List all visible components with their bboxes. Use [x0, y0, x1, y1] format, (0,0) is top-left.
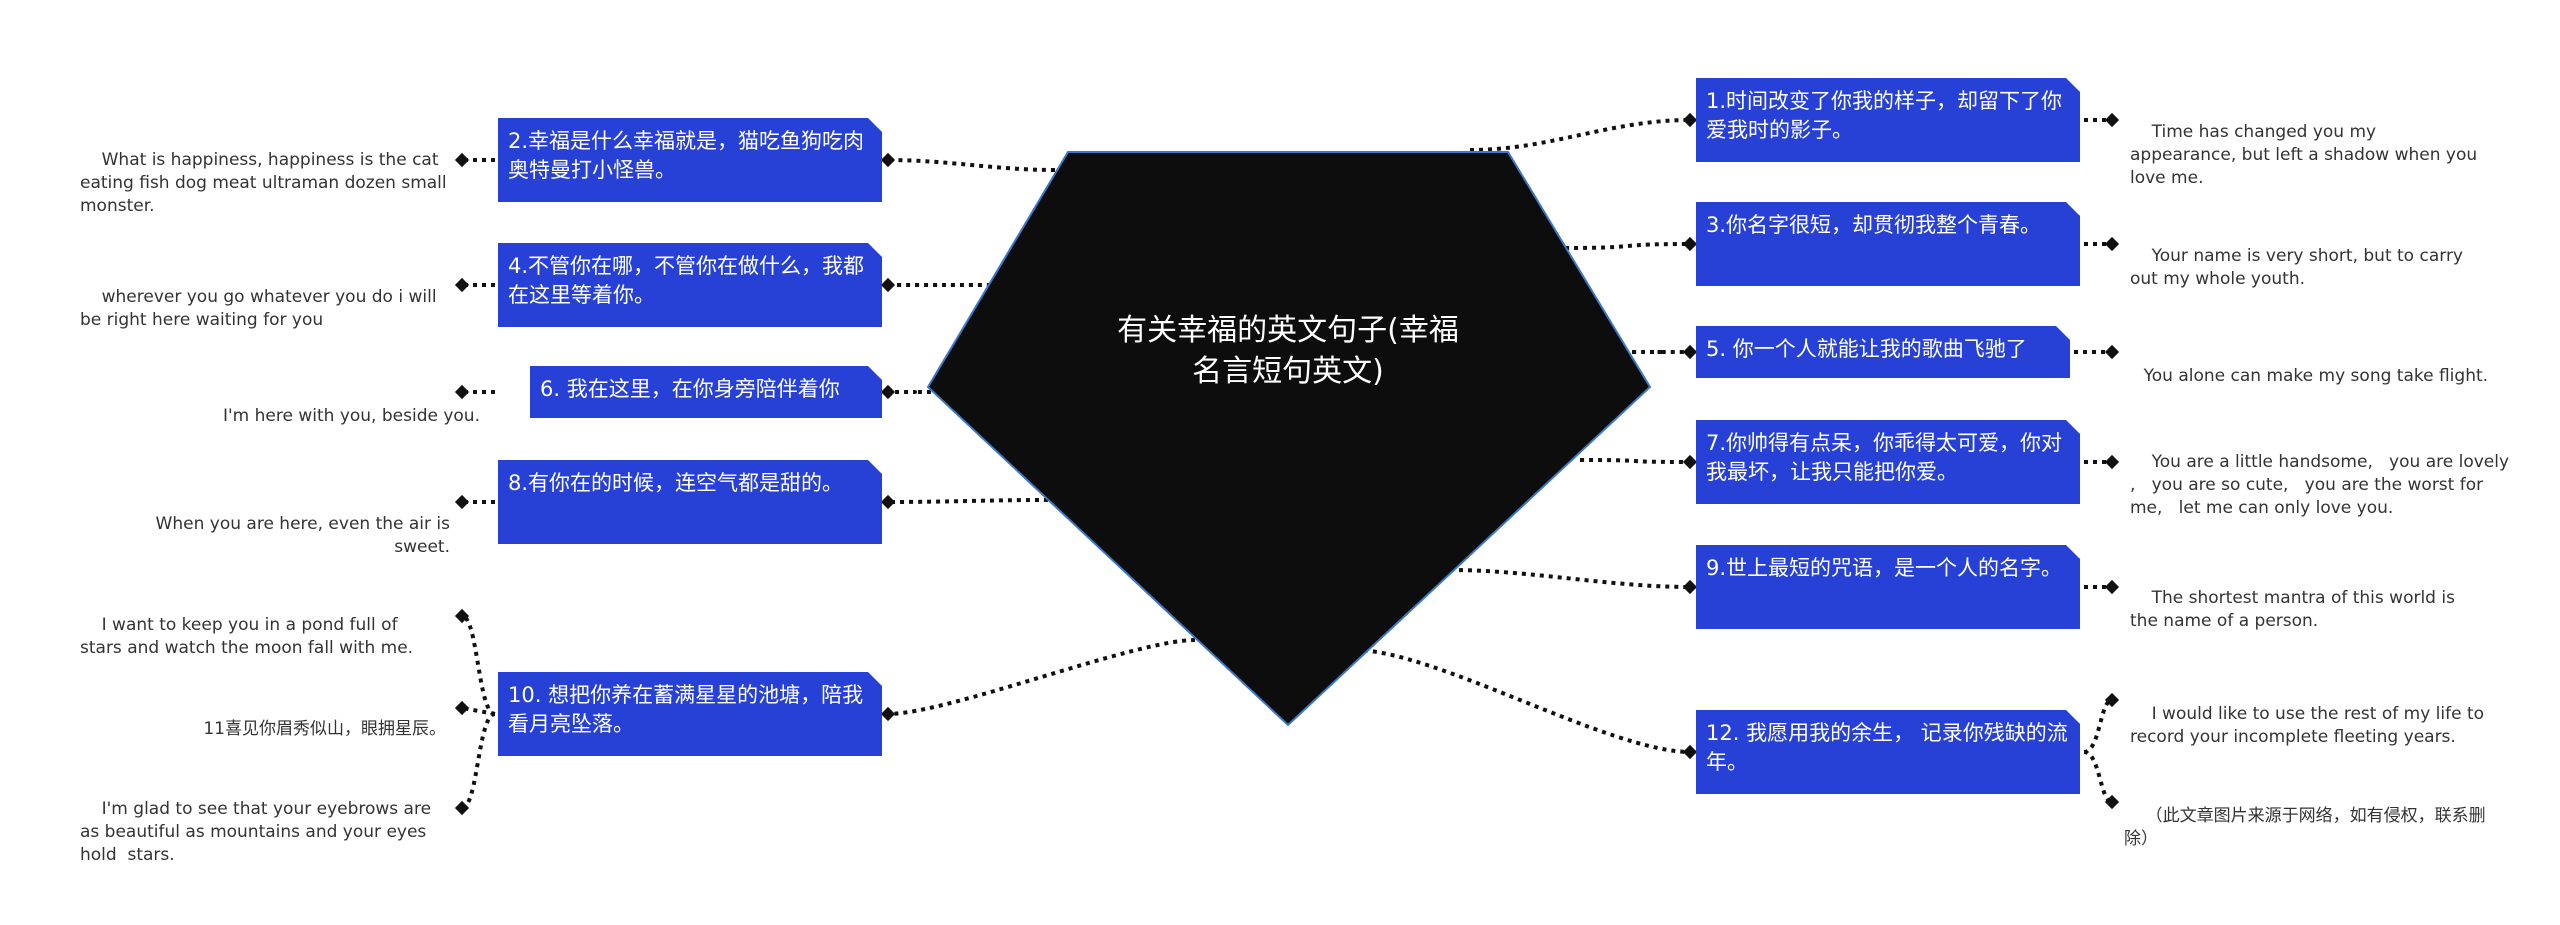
leaf-2-text: What is happiness, happiness is the cat …	[80, 150, 458, 216]
link-center-n1	[1469, 118, 1691, 152]
leaf-10b-text: 11喜见你眉秀似山，眼拥星辰。	[203, 719, 446, 739]
node-1-label: 1.时间改变了你我的样子，却留下了你爱我时的影子。	[1706, 89, 2063, 142]
link-center-n9	[1449, 568, 1691, 589]
link-center-n6-end	[880, 384, 896, 400]
link-center-n9-end	[1682, 579, 1698, 595]
link-center-n7	[1579, 458, 1691, 464]
leaf-10a-text: I want to keep you in a pond full of sta…	[80, 615, 414, 658]
link-center-n1-end	[1682, 112, 1698, 128]
link-n12-leaf-a	[2083, 698, 2113, 754]
node-10-label: 10. 想把你养在蓄满星星的池塘，陪我看月亮坠落。	[508, 683, 864, 736]
node-6[interactable]: 6. 我在这里，在你身旁陪伴着你	[530, 366, 882, 418]
node-1[interactable]: 1.时间改变了你我的样子，却留下了你爱我时的影子。	[1696, 78, 2080, 162]
leaf-9[interactable]: The shortest mantra of this world is the…	[2130, 564, 2480, 656]
node-3-label: 3.你名字很短，却贯彻我整个青春。	[1706, 213, 2042, 237]
leaf-12a-text: I would like to use the rest of my life …	[2130, 704, 2490, 747]
leaf-1-text: Time has changed you my appearance, but …	[2130, 122, 2483, 188]
node-12[interactable]: 12. 我愿用我的余生， 记录你残缺的流年。	[1696, 710, 2080, 794]
leaf-8[interactable]: When you are here, even the air is sweet…	[80, 490, 450, 582]
leaf-6-text: I'm here with you, beside you.	[222, 406, 480, 426]
node-8[interactable]: 8.有你在的时候，连空气都是甜的。	[498, 460, 882, 544]
leaf-5[interactable]: You alone can make my song take flight.	[2122, 342, 2522, 411]
link-n7-leaf-end	[2104, 454, 2120, 470]
link-center-n10-end	[880, 706, 896, 722]
link-center-n5-end	[1682, 344, 1698, 360]
leaf-10a[interactable]: I want to keep you in a pond full of sta…	[80, 591, 440, 683]
leaf-4[interactable]: wherever you go whatever you do i will b…	[80, 263, 448, 355]
node-6-label: 6. 我在这里，在你身旁陪伴着你	[540, 377, 840, 401]
link-center-n12	[1354, 648, 1691, 754]
link-n10-leaf-c	[461, 712, 496, 810]
node-8-label: 8.有你在的时候，连空气都是甜的。	[508, 471, 844, 495]
link-n8-leaf-end	[454, 494, 470, 510]
leaf-12b[interactable]: （此文章图片来源于网络，如有侵权，联系删除）	[2124, 782, 2494, 874]
node-4[interactable]: 4.不管你在哪，不管你在做什么，我都在这里等着你。	[498, 243, 882, 327]
leaf-10b[interactable]: 11喜见你眉秀似山，眼拥星辰。	[80, 695, 446, 764]
leaf-2[interactable]: What is happiness, happiness is the cat …	[80, 126, 448, 241]
link-n12-leaf-b-end	[2104, 794, 2120, 810]
link-center-n8	[887, 498, 1049, 504]
leaf-3-text: Your name is very short, but to carry ou…	[2130, 246, 2469, 289]
link-center-n4-end	[880, 277, 896, 293]
node-3[interactable]: 3.你名字很短，却贯彻我整个青春。	[1696, 202, 2080, 286]
leaf-7[interactable]: You are a little handsome, you are lovel…	[2130, 428, 2510, 543]
node-7[interactable]: 7.你帅得有点呆，你乖得太可爱，你对我最坏，让我只能把你爱。	[1696, 420, 2080, 504]
link-n4-leaf-end	[454, 277, 470, 293]
node-9-label: 9.世上最短的咒语，是一个人的名字。	[1706, 556, 2063, 580]
leaf-4-text: wherever you go whatever you do i will b…	[80, 287, 442, 330]
leaf-6[interactable]: I'm here with you, beside you.	[80, 382, 480, 451]
node-5-label: 5. 你一个人就能让我的歌曲飞驰了	[1706, 337, 2027, 361]
link-n1-leaf-end	[2104, 112, 2120, 128]
leaf-10c-text: I'm glad to see that your eyebrows are a…	[80, 799, 437, 865]
leaf-1[interactable]: Time has changed you my appearance, but …	[2130, 98, 2480, 213]
leaf-5-text: You alone can make my song take flight.	[2143, 366, 2489, 386]
link-center-n8-end	[880, 494, 896, 510]
center-topic[interactable]: 有关幸福的英文句子(幸福 名言短句英文)	[1078, 310, 1498, 392]
link-n10-leaf-a	[461, 614, 496, 716]
node-2[interactable]: 2.幸福是什么幸福就是，猫吃鱼狗吃肉奥特曼打小怪兽。	[498, 118, 882, 202]
link-center-n3	[1564, 242, 1691, 250]
center-title: 有关幸福的英文句子(幸福 名言短句英文)	[1117, 313, 1459, 389]
link-center-n12-end	[1682, 744, 1698, 760]
node-12-label: 12. 我愿用我的余生， 记录你残缺的流年。	[1706, 721, 2068, 774]
leaf-3[interactable]: Your name is very short, but to carry ou…	[2130, 222, 2480, 314]
link-center-n10	[887, 638, 1196, 716]
node-2-label: 2.幸福是什么幸福就是，猫吃鱼狗吃肉奥特曼打小怪兽。	[508, 129, 865, 182]
link-center-n2-end	[880, 152, 896, 168]
link-n3-leaf-end	[2104, 236, 2120, 252]
leaf-9-text: The shortest mantra of this world is the…	[2130, 588, 2461, 631]
link-n5-leaf-end	[2104, 344, 2120, 360]
link-n10-leaf-b-end	[454, 700, 470, 716]
node-10[interactable]: 10. 想把你养在蓄满星星的池塘，陪我看月亮坠落。	[498, 672, 882, 756]
center-pentagon	[926, 151, 1652, 727]
link-center-n2	[887, 158, 1056, 172]
node-7-label: 7.你帅得有点呆，你乖得太可爱，你对我最坏，让我只能把你爱。	[1706, 431, 2063, 484]
node-5[interactable]: 5. 你一个人就能让我的歌曲飞驰了	[1696, 326, 2070, 378]
link-n9-leaf-end	[2104, 579, 2120, 595]
leaf-12b-text: （此文章图片来源于网络，如有侵权，联系删除）	[2124, 806, 2486, 849]
leaf-8-text: When you are here, even the air is sweet…	[155, 514, 456, 557]
link-n10-leaf-a-end	[454, 608, 470, 624]
link-n6-leaf-end	[454, 384, 470, 400]
link-center-n7-end	[1682, 454, 1698, 470]
link-n12-leaf-b	[2083, 750, 2113, 804]
leaf-10c[interactable]: I'm glad to see that your eyebrows are a…	[80, 775, 450, 890]
node-9[interactable]: 9.世上最短的咒语，是一个人的名字。	[1696, 545, 2080, 629]
leaf-12a[interactable]: I would like to use the rest of my life …	[2130, 680, 2492, 772]
link-n2-leaf-end	[454, 152, 470, 168]
node-4-label: 4.不管你在哪，不管你在做什么，我都在这里等着你。	[508, 254, 865, 307]
link-center-n3-end	[1682, 236, 1698, 252]
link-n10-leaf-c-end	[454, 800, 470, 816]
leaf-7-text: You are a little handsome, you are lovel…	[2130, 452, 2520, 518]
